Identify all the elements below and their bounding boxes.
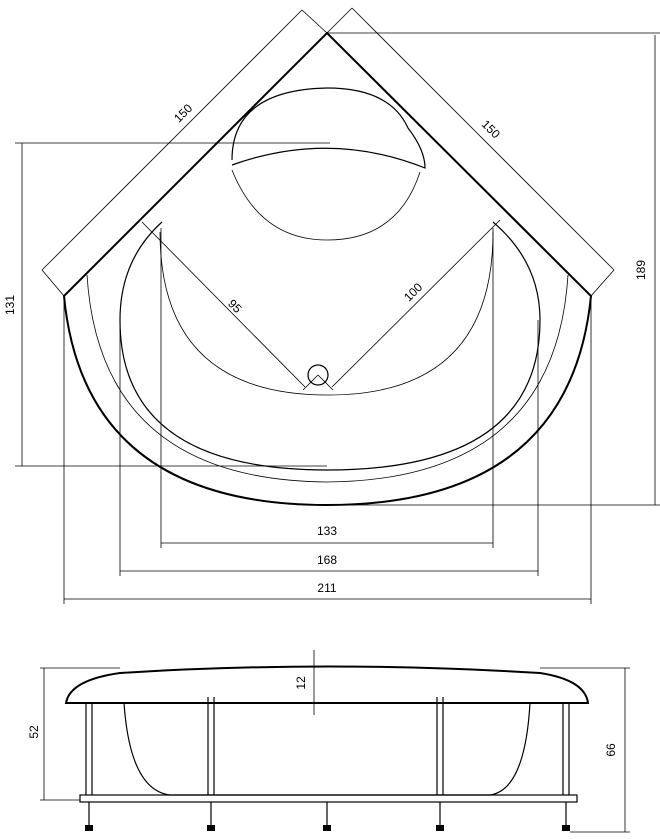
dim-label-side-right: 150 (479, 117, 503, 141)
top-view: 150 150 131 189 95 (3, 7, 660, 604)
dim-label-width-outer: 211 (317, 581, 336, 595)
dim-height-bowl: 52 (27, 667, 120, 801)
side-base-rail (79, 794, 578, 803)
dim-label-height-bowl: 52 (27, 725, 41, 739)
basin-outline (119, 221, 541, 471)
backrest-curve (231, 169, 421, 241)
dim-width-mid: 168 (119, 320, 539, 576)
dim-height-total: 66 (540, 667, 630, 833)
dim-label-radius-left: 95 (225, 296, 245, 316)
dim-label-rim: 12 (294, 676, 308, 690)
dim-height-right: 189 (327, 32, 660, 506)
dim-rim: 12 (294, 650, 315, 715)
tub-outer-outline (62, 31, 593, 507)
dim-label-width-mid: 168 (317, 553, 337, 567)
backrest (231, 87, 426, 169)
dim-height-left: 131 (3, 142, 330, 467)
side-view: 12 52 66 (27, 650, 630, 833)
dim-radius-left: 95 (141, 221, 306, 388)
dim-label-height-total: 66 (604, 743, 618, 757)
side-bowl (123, 702, 531, 796)
drain-circle (307, 364, 329, 386)
basin-floor-arc (159, 231, 494, 396)
dim-label-radius-right: 100 (401, 280, 425, 304)
side-legs (85, 697, 570, 795)
dim-side-left: 150 (41, 9, 328, 297)
dim-label-width-inner: 133 (317, 524, 337, 538)
dim-label-height-right: 189 (634, 260, 648, 280)
dim-width-inner: 133 (160, 228, 494, 548)
dim-radius-right: 100 (331, 219, 501, 388)
dim-width-outer: 211 (63, 296, 592, 604)
side-feet (85, 802, 570, 831)
dim-label-height-left: 131 (3, 295, 17, 315)
dim-label-side-left: 150 (171, 101, 195, 125)
side-rim (64, 665, 590, 704)
